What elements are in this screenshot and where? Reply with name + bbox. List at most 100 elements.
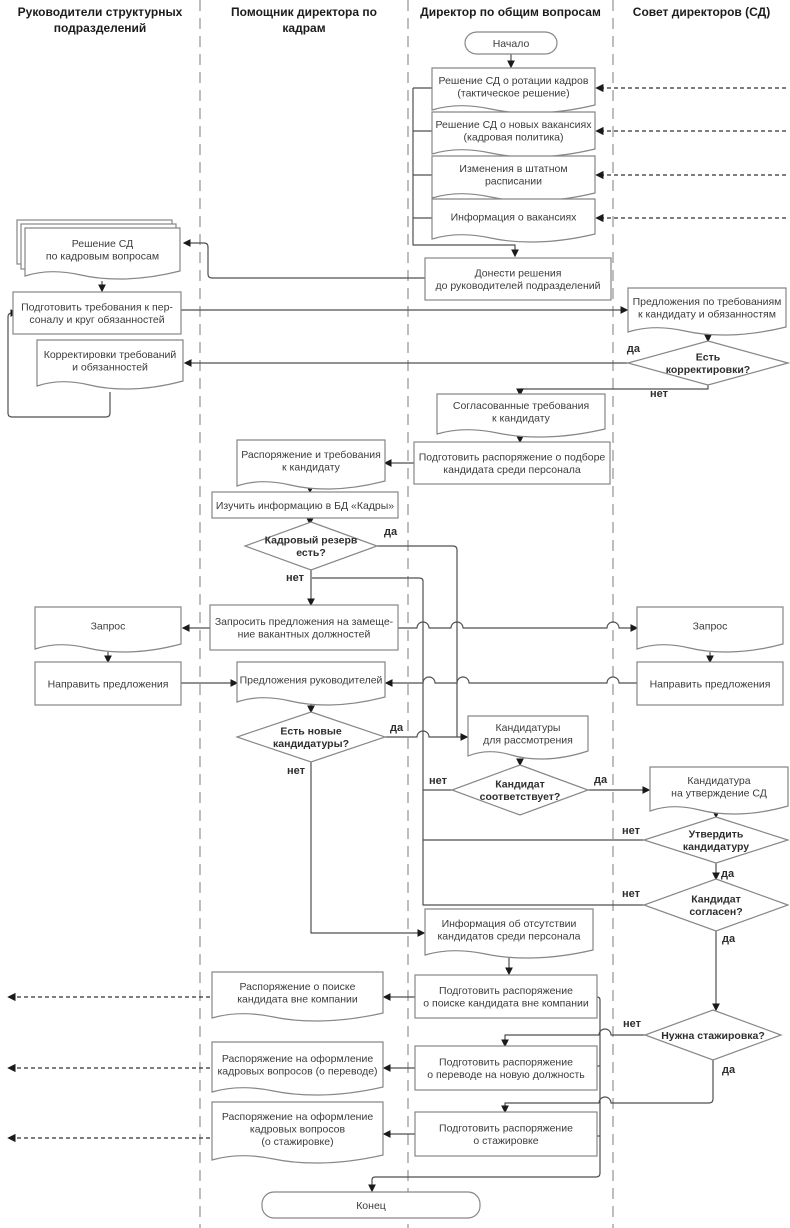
edge-label-da-rezerv: да xyxy=(384,526,398,538)
edge-label-da-stazhirovka: да xyxy=(722,1064,736,1076)
edge-donesti-reshenie xyxy=(182,239,425,279)
edge-zaprosit-zapros-sd xyxy=(398,621,639,632)
node-proc-izuchit-bd: Изучить информацию в БД «Кадры» xyxy=(211,491,399,519)
node-doc-rotaciya: Решение СД о ротации кадров(тактическое … xyxy=(431,67,596,114)
edge-label-net-utverdit: нет xyxy=(622,825,641,837)
node-proc-napravit-ruk: Направить предложения xyxy=(34,661,182,706)
edge-collector-konec xyxy=(368,996,601,1193)
node-doc-zapros-sd: Запрос xyxy=(636,606,784,653)
node-label-doc-rotaciya: Решение СД о ротации кадров(тактическое … xyxy=(439,75,589,100)
node-start: Начало xyxy=(464,31,558,55)
node-label-start: Начало xyxy=(493,38,530,50)
node-label-end: Конец xyxy=(356,1200,386,1212)
edge-label-net-rezerv: нет xyxy=(286,572,305,584)
edge-label-net-korrektirovki: нет xyxy=(650,388,669,400)
lane-header-heads: Руководители структурных подразделений xyxy=(17,5,183,35)
edge-label-da-utverdit: да xyxy=(721,868,735,880)
node-doc-novye-vakansii: Решение СД о новых вакансиях(кадровая по… xyxy=(431,111,596,158)
node-proc-podgotovit-trebovaniya: Подготовить требования к пер-соналу и кр… xyxy=(12,291,182,335)
node-label-doc-zapros-sd: Запрос xyxy=(693,620,728,632)
edge-korrektirovki-net xyxy=(516,385,709,397)
edge-novye-net xyxy=(310,762,426,937)
edge-korrektirovki-loop xyxy=(7,309,111,418)
lane-header-assistant: Помощник директора по кадрам xyxy=(231,5,377,35)
node-proc-napravit-sd: Направить предложения xyxy=(636,661,784,706)
node-proc-zaprosit: Запросить предложения на замеще-ние вака… xyxy=(209,604,399,651)
node-label-proc-zaprosit: Запросить предложения на замеще-ние вака… xyxy=(215,616,394,641)
edge-napravit-sd-predlozheniya xyxy=(384,676,637,687)
node-doc-zapros-ruk: Запрос xyxy=(34,606,182,653)
node-label-doc-novye-vakansii: Решение СД о новых вакансиях(кадровая по… xyxy=(436,119,593,144)
node-label-proc-podgotovit-trebovaniya: Подготовить требования к пер-соналу и кр… xyxy=(21,302,173,327)
edge-label-net-soglasen: нет xyxy=(622,888,641,900)
lane-header-director: Директор по общим вопросам xyxy=(420,5,601,19)
edge-label-net-stazhirovka: нет xyxy=(623,1018,642,1030)
edge-label-da-korrektirovki: да xyxy=(627,343,641,355)
node-label-proc-izuchit-bd: Изучить информацию в БД «Кадры» xyxy=(216,500,394,512)
edge-docs-donesti xyxy=(412,88,519,258)
node-doc-informaciya-vakansii: Информация о вакансиях xyxy=(431,198,596,243)
node-end: Конец xyxy=(261,1191,481,1219)
edge-novye-da xyxy=(385,730,469,741)
edge-label-net-sootvetstvuet: нет xyxy=(429,775,448,787)
edge-soglasen-net-loopback xyxy=(312,577,644,906)
lane-header-board: Совет директоров (СД) xyxy=(632,5,771,19)
edge-stazhirovka-net xyxy=(501,1028,645,1048)
node-label-doc-predlozheniya-ruk: Предложения руководителей xyxy=(240,674,383,686)
edge-label-da-sootvetstvuet: да xyxy=(594,774,608,786)
edge-rezerv-da xyxy=(377,545,458,737)
edge-label-net-novye: нет xyxy=(287,765,306,777)
node-dec-nuzhna-stazhirovka: Нужна стажировка? xyxy=(643,1009,783,1061)
node-label-dec-nuzhna-stazhirovka: Нужна стажировка? xyxy=(661,1030,765,1042)
node-doc-predlozheniya-ruk: Предложения руководителей xyxy=(236,661,386,706)
node-label-proc-napravit-sd: Направить предложения xyxy=(650,678,771,690)
node-label-proc-napravit-ruk: Направить предложения xyxy=(48,678,169,690)
edge-label-da-novye: да xyxy=(390,722,404,734)
edge-label-da-soglasen: да xyxy=(722,933,736,945)
